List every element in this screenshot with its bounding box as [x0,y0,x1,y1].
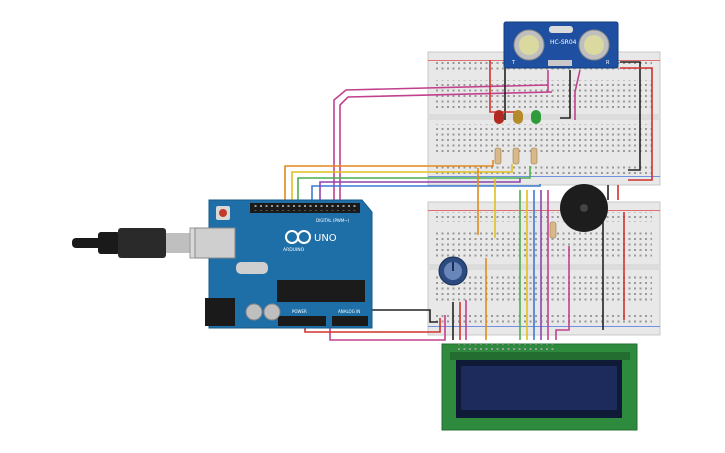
resistor-4[interactable] [549,221,557,239]
top-breadboard [427,51,661,186]
arduino-logo [285,230,311,244]
wire-orange-led[interactable] [284,160,494,205]
red-led[interactable] [494,110,504,124]
arduino-brand: ARDUINO [283,247,305,253]
wire-arduino-gnd[interactable] [358,309,438,323]
green-led[interactable] [531,110,541,124]
ultrasonic-sensor[interactable]: HC-SR04 T R [503,21,619,69]
reset-button[interactable] [219,209,227,217]
wire-analog[interactable] [329,315,446,341]
wire-top-vcc-rail[interactable] [620,67,653,181]
wire-yellow-led[interactable] [291,164,513,205]
resistors [494,147,557,239]
wire-purple[interactable] [319,178,521,205]
analog-header-label: ANALOG IN [338,309,360,314]
wire-magenta-1[interactable] [339,91,553,205]
yellow-led[interactable] [513,110,523,124]
wires [284,59,653,341]
sensor-pin-r: R [606,60,610,66]
sensor-label: HC-SR04 [550,39,577,46]
lcd-screen [461,366,617,410]
resistor-2[interactable] [512,147,520,165]
leds [494,110,541,124]
digital-header-label: DIGITAL (PWM~) [316,218,350,223]
arduino-model: UNO [314,233,337,244]
bottom-breadboard [427,201,661,336]
wire-sensor-vcc[interactable] [489,60,520,113]
wire-green-led[interactable] [297,166,531,205]
piezo-buzzer[interactable] [560,184,608,232]
power-header-label: POWER [292,309,307,314]
wire-top-gnd-rail[interactable] [620,61,641,171]
wire-blue[interactable] [311,184,541,205]
wire-magenta-2[interactable] [333,84,549,205]
wire-buzzer[interactable] [555,246,570,340]
sensor-pin-t: T [511,60,516,66]
wire-magenta-3[interactable] [574,69,581,120]
arduino-uno[interactable]: UNO ARDUINO DIGITAL (PWM~) ANALOG IN POW… [194,199,373,329]
resistor-3[interactable] [530,147,538,165]
lcd-16x2[interactable] [441,343,638,431]
potentiometer[interactable] [438,256,468,286]
wire-sensor-gnd2[interactable] [560,70,571,119]
resistor-1[interactable] [494,147,502,165]
